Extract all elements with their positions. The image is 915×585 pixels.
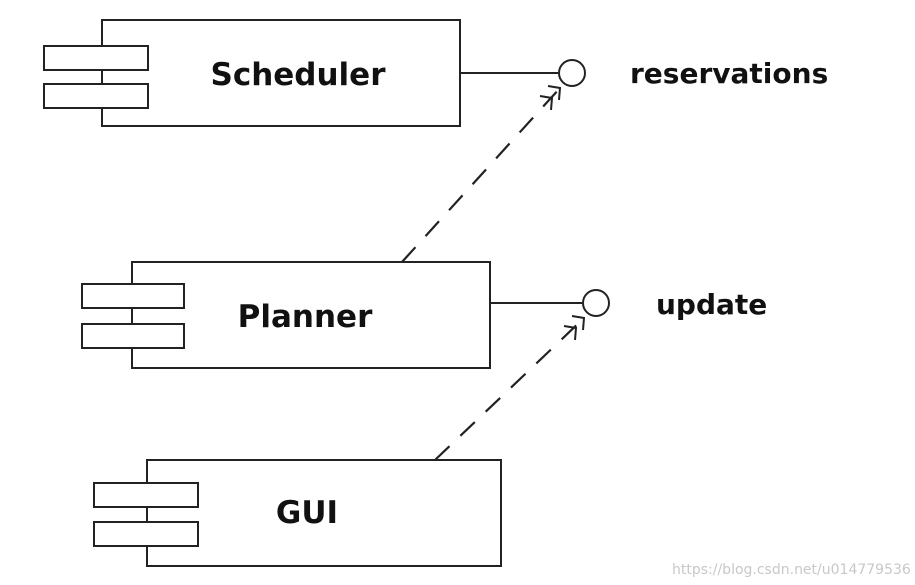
arrowhead-icon — [539, 95, 554, 111]
interface-label: update — [656, 288, 767, 321]
component-body — [101, 19, 461, 127]
component-scheduler: Scheduler — [43, 19, 461, 127]
arrowhead-icon — [547, 85, 562, 101]
component-tab-lower — [43, 83, 149, 109]
component-tab-lower — [81, 323, 185, 349]
interface-circle — [558, 59, 586, 87]
dependency-line — [401, 87, 561, 263]
component-body — [146, 459, 502, 567]
dependency-gui-update — [434, 315, 586, 461]
interface-reservations: reservations — [460, 57, 828, 90]
component-name: GUI — [276, 495, 338, 531]
component-name: Planner — [238, 299, 373, 335]
component-tab-upper — [93, 482, 199, 508]
component-tab-upper — [43, 45, 149, 71]
interface-update: update — [490, 288, 767, 321]
component-body — [131, 261, 491, 369]
arrowhead-icon — [563, 325, 578, 341]
component-name: Scheduler — [211, 57, 387, 93]
watermark-text: https://blog.csdn.net/u014779536 — [672, 562, 911, 578]
arrowhead-icon — [571, 315, 586, 331]
component-planner: Planner — [81, 261, 491, 369]
interface-circle — [582, 289, 610, 317]
dependency-planner-reservations — [401, 85, 562, 263]
component-tab-lower — [93, 521, 199, 547]
component-gui: GUI — [93, 459, 502, 567]
component-tab-upper — [81, 283, 185, 309]
interface-label: reservations — [630, 57, 828, 90]
